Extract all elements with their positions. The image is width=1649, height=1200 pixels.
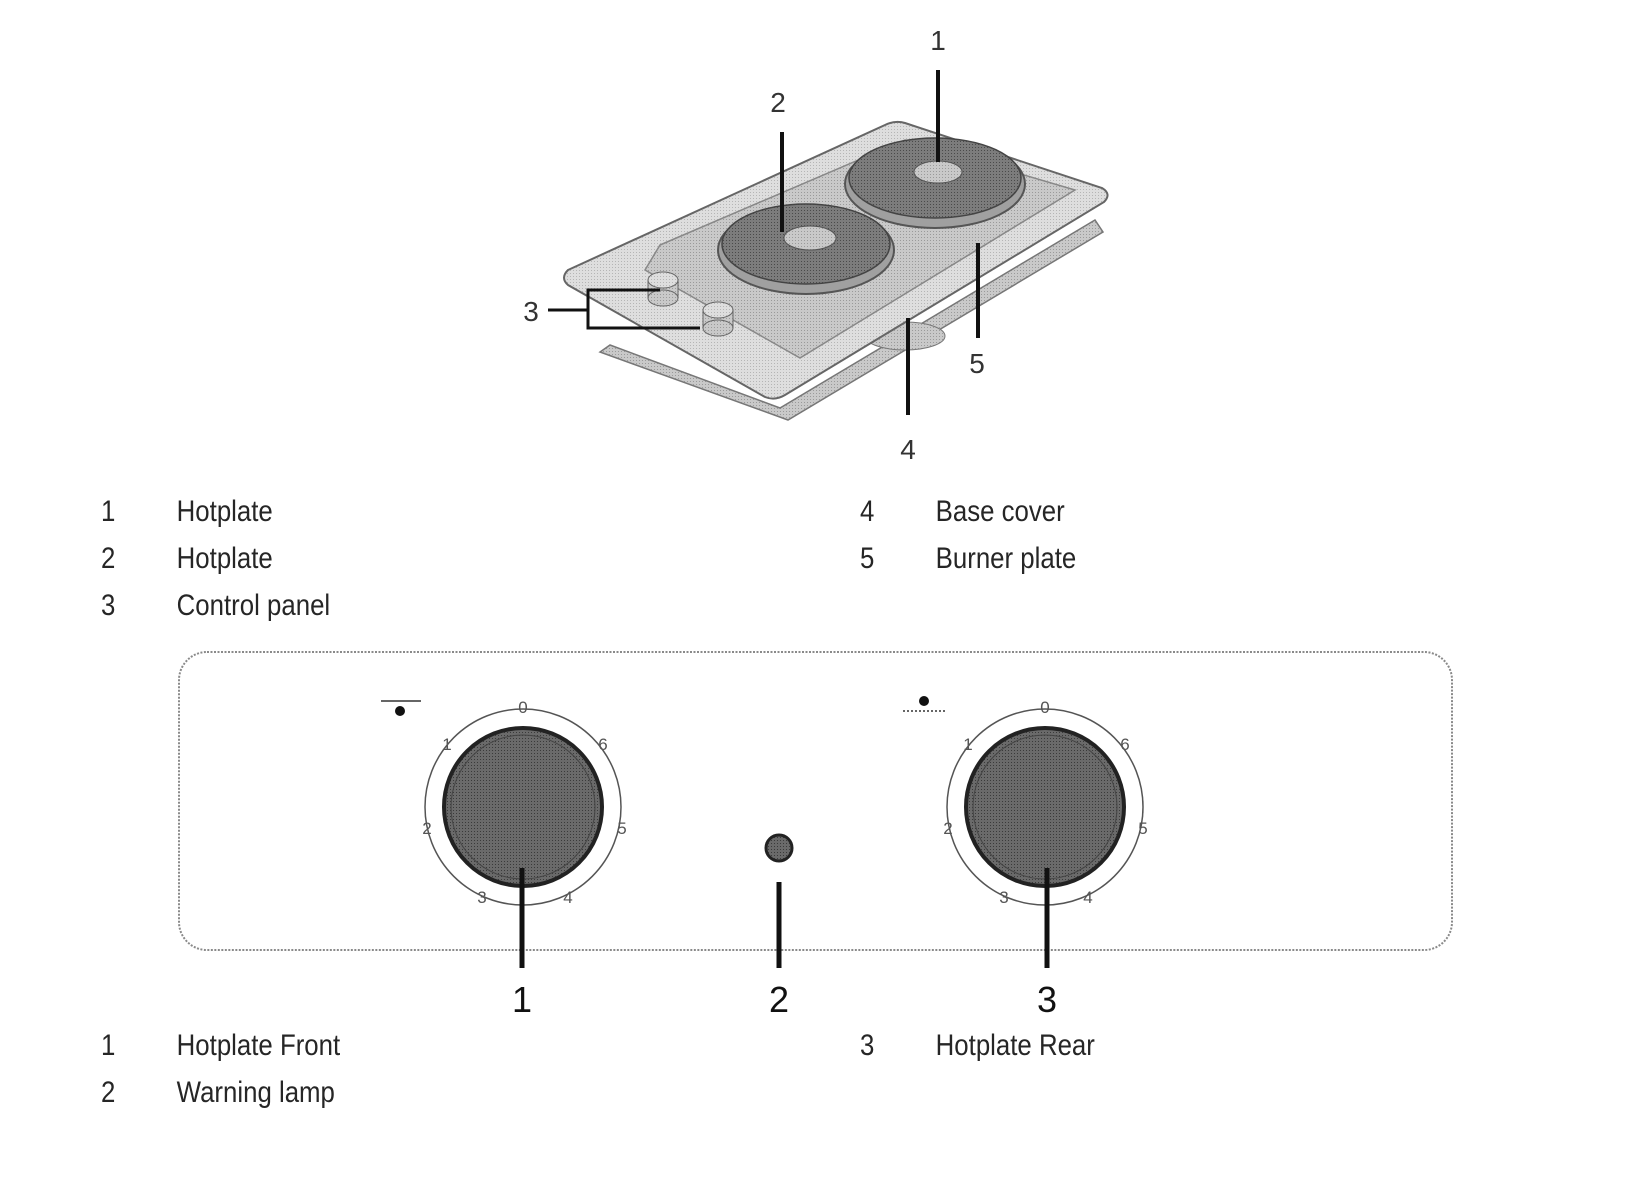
legend-label: Hotplate [176, 495, 273, 528]
legend-number: 2 [101, 1076, 116, 1109]
hob-isometric: 1 2 3 4 5 [523, 25, 1109, 465]
knob-rear [964, 726, 1126, 888]
dial-rear-3: 3 [999, 888, 1008, 907]
dial-front-4: 4 [563, 888, 572, 907]
dial-rear-0: 0 [1040, 698, 1049, 717]
warning-lamp [764, 833, 794, 863]
dial-front-5: 5 [617, 819, 626, 838]
legend-number: 3 [101, 589, 116, 622]
legend-number: 4 [860, 495, 875, 528]
hotplate-rear-symbol [903, 696, 945, 712]
hotplate-front-symbol [381, 700, 421, 716]
panel-callout-3: 3 [1037, 979, 1057, 1020]
dial-front-6: 6 [598, 735, 607, 754]
hotplate-front-center [783, 225, 837, 251]
control-knob-front [647, 271, 679, 307]
base-cover [598, 218, 1105, 421]
control-panel-view: 0 1 2 3 4 5 6 0 1 2 3 4 5 6 1 2 [178, 651, 1453, 1020]
dial-front-0: 0 [518, 698, 527, 717]
legend-label: Hotplate Rear [935, 1029, 1095, 1062]
panel-callout-1: 1 [512, 979, 532, 1020]
callout-3: 3 [523, 296, 539, 327]
hotplate-rear-center [913, 160, 963, 184]
dial-front-2: 2 [422, 819, 431, 838]
legend-label: Base cover [935, 495, 1065, 528]
dial-rear-6: 6 [1120, 735, 1129, 754]
legend-label: Hotplate [176, 542, 273, 575]
legend-number: 5 [860, 542, 875, 575]
callout-2: 2 [770, 87, 786, 118]
legend-number: 2 [101, 542, 116, 575]
dial-front-3: 3 [477, 888, 486, 907]
panel-callout-2: 2 [769, 979, 789, 1020]
legend-label: Burner plate [935, 542, 1077, 575]
dial-rear-2: 2 [943, 819, 952, 838]
control-panel-outline [178, 651, 1453, 951]
legend-number: 1 [101, 495, 116, 528]
control-knob-rear [702, 301, 734, 337]
legend-label: Warning lamp [176, 1076, 335, 1109]
dial-rear-4: 4 [1083, 888, 1092, 907]
callout-5: 5 [969, 348, 985, 379]
legend-label: Hotplate Front [176, 1029, 341, 1062]
dial-rear-1: 1 [963, 735, 972, 754]
legend-number: 1 [101, 1029, 116, 1062]
callout-4: 4 [900, 434, 916, 465]
dial-rear: 0 1 2 3 4 5 6 [943, 698, 1147, 907]
callout-1: 1 [930, 25, 946, 56]
dial-front: 0 1 2 3 4 5 6 [422, 698, 626, 907]
legend-label: Control panel [176, 589, 331, 622]
knob-front [442, 726, 604, 888]
legend-number: 3 [860, 1029, 875, 1062]
dial-rear-5: 5 [1138, 819, 1147, 838]
dial-front-1: 1 [442, 735, 451, 754]
